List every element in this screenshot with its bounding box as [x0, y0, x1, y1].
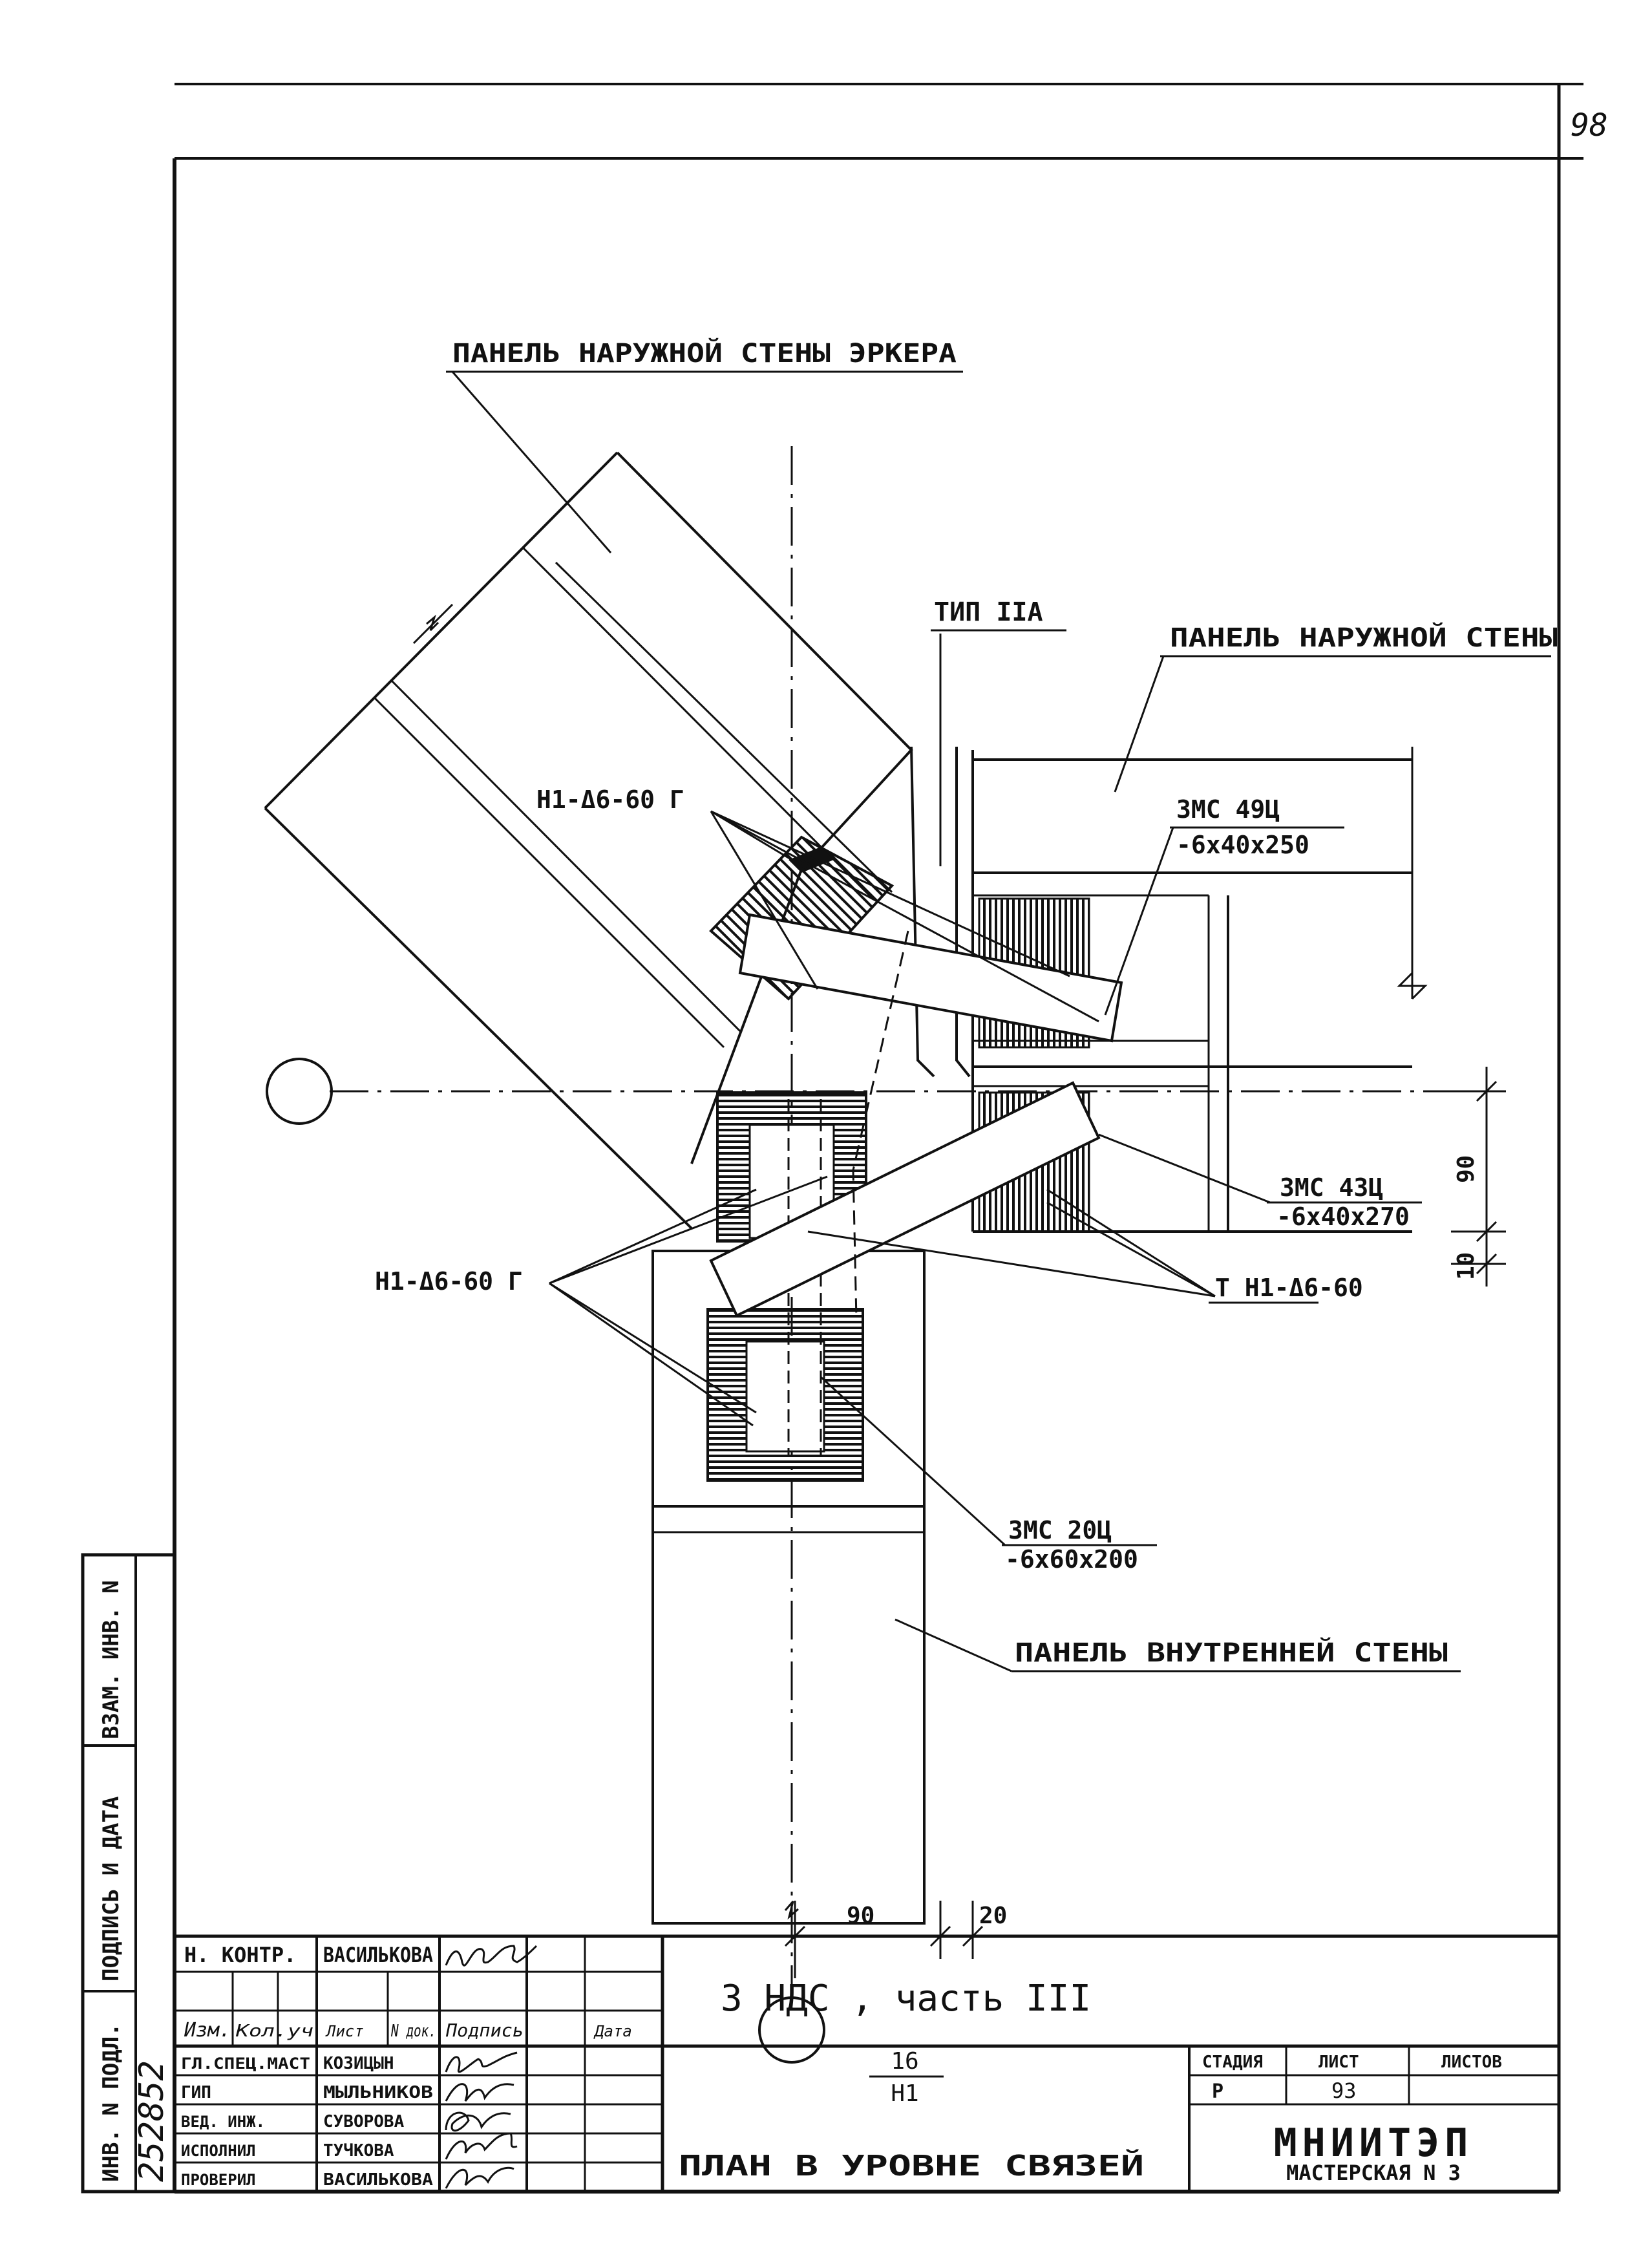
- staff-name-4: ТУЧКОВА: [323, 2141, 394, 2161]
- doc-number-top: 16: [891, 2048, 918, 2075]
- label-plate-43-mark: 3МС 43Ц: [1280, 1173, 1383, 1202]
- side-stamp-inv-replace: ВЗАМ. ИНВ. N: [98, 1580, 124, 1739]
- norm-control-name: ВАСИЛЬКОВА: [323, 1943, 433, 1967]
- label-plate-49-size: -6х40х250: [1176, 831, 1309, 859]
- signature-2: [445, 2083, 514, 2102]
- staff-name-1: КОЗИЦЫН: [323, 2054, 394, 2073]
- signatures: [445, 1945, 538, 2189]
- staff-role-2: ГИП: [181, 2083, 211, 2102]
- plate-43: [709, 1081, 1101, 1318]
- dim-right-height: 90: [1453, 1155, 1479, 1183]
- inner-wall-panel: [651, 1091, 926, 1925]
- stage-value: Р: [1212, 2080, 1223, 2103]
- header-list: Лист: [325, 2022, 364, 2040]
- sheet-frame: 98: [173, 83, 1608, 2194]
- label-plate-20-size: -6х60х200: [1005, 1545, 1138, 1574]
- dim-bottom-width: 90: [847, 1903, 874, 1929]
- header-date: Дата: [593, 2022, 632, 2040]
- label-plate-43-size: -6х40х270: [1276, 1202, 1410, 1231]
- sheet-title: ПЛАН В УРОВНЕ СВЯЗЕЙ: [679, 2148, 1144, 2183]
- sheets-header: ЛИСТОВ: [1441, 2053, 1502, 2072]
- header-izm: Изм.: [184, 2019, 231, 2042]
- doc-number-bottom: Н1: [891, 2080, 918, 2107]
- stage-header: СТАДИЯ: [1202, 2053, 1263, 2072]
- label-plate-49-mark: 3МС 49Ц: [1176, 795, 1280, 824]
- label-anchor-right: Т Н1-Δ6-60: [1215, 1274, 1363, 1302]
- staff-role-1: ГЛ.СПЕЦ.МАСТ: [181, 2055, 310, 2073]
- axis-lines: [266, 446, 1506, 2064]
- staff-role-3: ВЕД. ИНЖ.: [181, 2113, 265, 2131]
- label-anchor-top: Н1-Δ6-60 Г: [536, 785, 684, 814]
- staff-name-3: СУВОРОВА: [323, 2112, 405, 2131]
- page-number: 98: [1571, 107, 1608, 144]
- signature-1: [445, 2051, 518, 2073]
- norm-control-role: Н. КОНТР.: [184, 1943, 296, 1967]
- dim-right-gap: 10: [1453, 1252, 1479, 1280]
- side-stamp-signature-date: ПОДПИСЬ И ДАТА: [98, 1796, 124, 1981]
- label-bay-panel: ПАНЕЛЬ НАРУЖНОЙ СТЕНЫ ЭРКЕРА: [452, 337, 957, 368]
- side-stamp: ВЗАМ. ИНВ. N ПОДПИСЬ И ДАТА ИНВ. N ПОДЛ.…: [81, 1553, 176, 2194]
- title-block-texts: Н. КОНТР. ВАСИЛЬКОВА Изм. Кол.уч Лист N …: [181, 1943, 1502, 2190]
- signature-5: [445, 2166, 514, 2189]
- header-koluch: Кол.уч: [235, 2022, 313, 2041]
- label-joint-type: ТИП IIА: [934, 597, 1043, 627]
- header-signature: Подпись: [445, 2020, 524, 2041]
- project-title: 3 НДС , часть III: [721, 1978, 1091, 2020]
- label-anchor-left: Н1-Δ6-60 Г: [375, 1267, 523, 1296]
- drawing-labels: ПАНЕЛЬ НАРУЖНОЙ СТЕНЫ ЭРКЕРА ТИП IIА ПАН…: [375, 337, 1558, 1672]
- tie-plates: [709, 913, 1123, 1319]
- label-plate-20-mark: 3МС 20Ц: [1008, 1516, 1112, 1544]
- sheet-header: ЛИСТ: [1318, 2053, 1359, 2072]
- org-subtitle: МАСТЕРСКАЯ N 3: [1286, 2161, 1461, 2185]
- side-stamp-inv-orig: ИНВ. N ПОДЛ.: [98, 2023, 124, 2182]
- org-name: МНИИТЭП: [1274, 2120, 1474, 2166]
- label-outer-panel: ПАНЕЛЬ НАРУЖНОЙ СТЕНЫ: [1170, 622, 1558, 653]
- dim-bottom-gap: 20: [979, 1903, 1007, 1929]
- sheet-number: 93: [1331, 2078, 1357, 2103]
- axis-marker-vertical: [758, 1996, 825, 2064]
- side-stamp-inv-number: 252852: [132, 2060, 171, 2182]
- label-inner-panel: ПАНЕЛЬ ВНУТРЕННЕЙ СТЕНЫ: [1015, 1637, 1448, 1668]
- title-block: [175, 1934, 1559, 2192]
- signature-3: [445, 2111, 511, 2132]
- staff-name-5: ВАСИЛЬКОВА: [323, 2170, 433, 2190]
- plate-49: [738, 913, 1123, 1043]
- signature-norm-control: [445, 1945, 538, 1967]
- joint-outline: [910, 634, 971, 1078]
- staff-name-2: МЫЛЬНИКОВ: [323, 2083, 433, 2102]
- staff-role-5: ПРОВЕРИЛ: [181, 2171, 256, 2189]
- header-ndoc: N док.: [390, 2022, 436, 2041]
- signature-4: [445, 2132, 518, 2160]
- axis-marker-horizontal: [266, 1058, 333, 1125]
- staff-role-4: ИСПОЛНИЛ: [181, 2142, 256, 2160]
